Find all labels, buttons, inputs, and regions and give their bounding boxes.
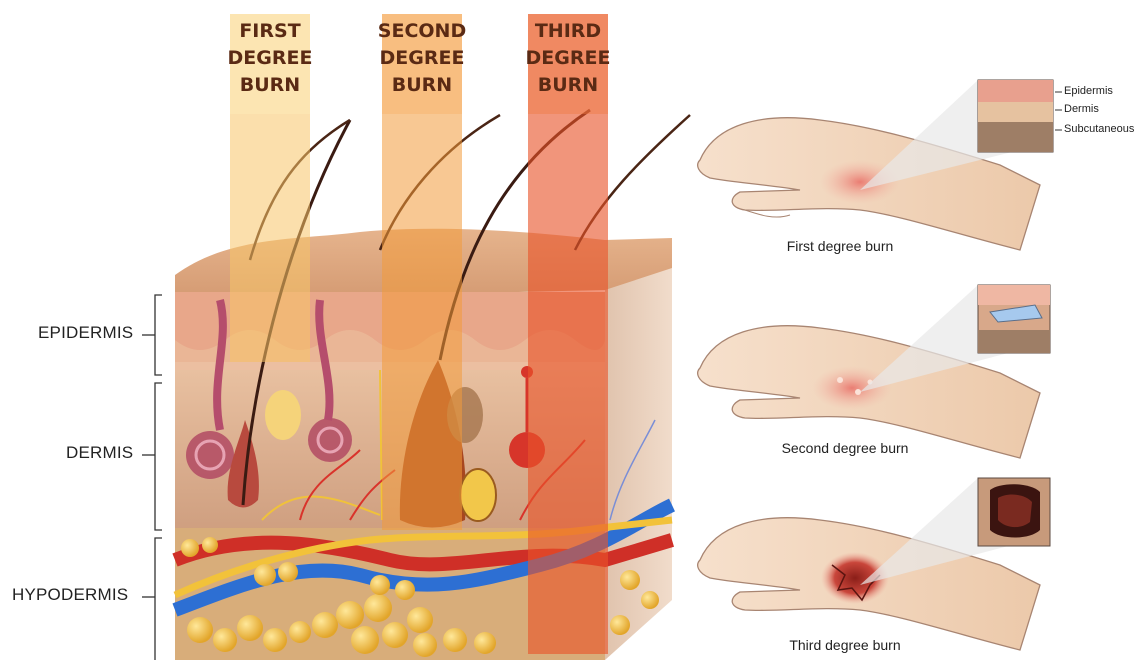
sebaceous-gland (265, 390, 301, 440)
hand-first-degree (698, 80, 1062, 250)
label-hypodermis: HYPODERMIS (12, 585, 128, 605)
hand-second-degree (698, 285, 1050, 458)
title-first-degree: FIRST DEGREE BURN (225, 18, 315, 99)
hand-third-degree (698, 478, 1050, 650)
title-third-degree: THIRD DEGREE BURN (523, 18, 613, 99)
sweat-gland (186, 431, 234, 479)
sweat-gland (308, 418, 352, 462)
skin-block-side (605, 238, 672, 660)
caption-third-degree: Third degree burn (745, 637, 945, 653)
layer-brackets (142, 295, 162, 660)
caption-second-degree: Second degree burn (745, 440, 945, 456)
burn-blisters (812, 366, 892, 410)
inset-label-dermis: Dermis (1064, 103, 1099, 115)
title-second-degree: SECOND DEGREE BURN (377, 18, 467, 99)
caption-first-degree: First degree burn (740, 238, 940, 254)
inset-label-subcutaneous: Subcutaneous (1064, 123, 1134, 135)
inset-label-epidermis: Epidermis (1064, 85, 1113, 97)
label-epidermis: EPIDERMIS (38, 323, 133, 343)
label-dermis: DERMIS (66, 443, 133, 463)
